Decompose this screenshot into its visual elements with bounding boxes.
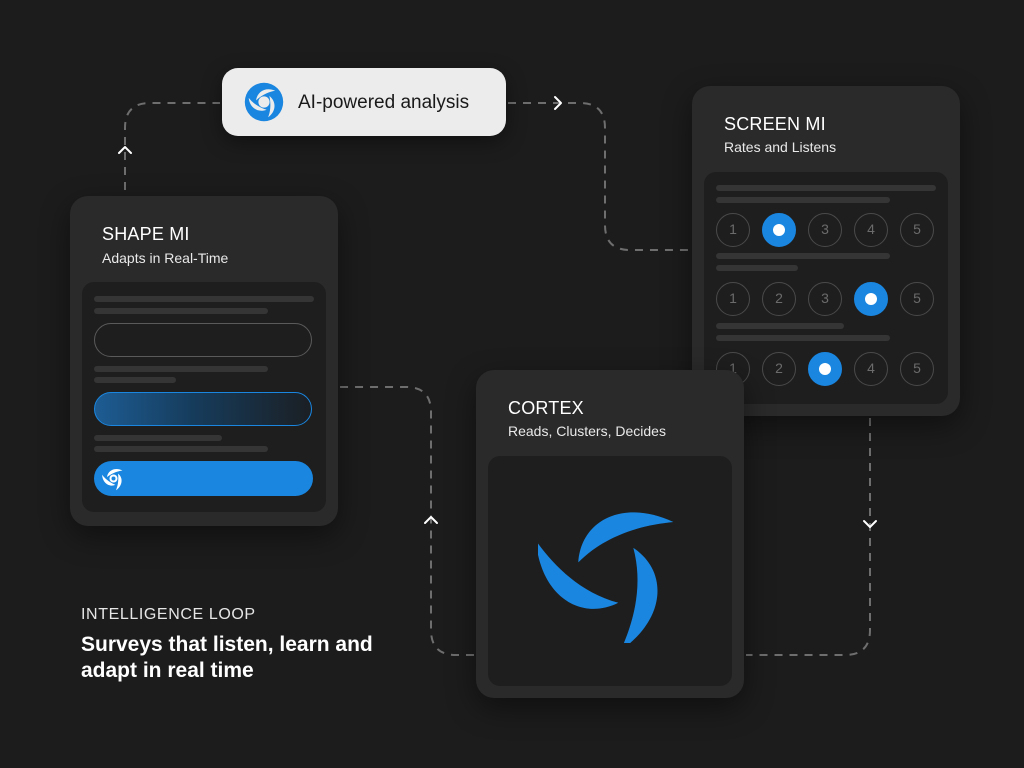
arrow-up-icon <box>118 146 132 154</box>
placeholder-text-line <box>716 253 890 259</box>
rating-option-4[interactable]: 4 <box>854 352 888 386</box>
section-headline: Surveys that listen, learn and adapt in … <box>81 633 373 682</box>
swirl-logo-icon <box>102 469 123 491</box>
arrow-down-icon <box>863 520 877 528</box>
card-title: CORTEX <box>508 398 584 418</box>
placeholder-text-line <box>94 435 222 441</box>
cortex-logo-panel <box>488 456 732 686</box>
placeholder-text-line <box>94 377 176 383</box>
placeholder-text-line <box>716 265 798 271</box>
submit-button[interactable] <box>94 461 313 496</box>
placeholder-text-line <box>716 185 936 191</box>
rating-option-3[interactable]: 3 <box>808 282 842 316</box>
ai-analysis-label: AI-powered analysis <box>298 92 470 113</box>
cortex-card: CORTEX Reads, Clusters, Decides <box>476 370 744 698</box>
rating-option-2[interactable]: 2 <box>762 282 796 316</box>
swirl-logo-icon <box>244 82 284 122</box>
swirl-logo-icon <box>538 512 674 643</box>
arrow-right-icon <box>554 96 562 110</box>
text-input-empty[interactable] <box>94 323 312 357</box>
rating-option-3[interactable] <box>808 352 842 386</box>
shape-mi-card: SHAPE MI Adapts in Real-Time <box>70 196 338 526</box>
placeholder-text-line <box>94 446 268 452</box>
placeholder-text-line <box>716 323 844 329</box>
ai-analysis-pill: AI-powered analysis <box>222 68 506 136</box>
placeholder-text-line <box>716 197 890 203</box>
rating-option-3[interactable]: 3 <box>808 213 842 247</box>
arrow-up-icon <box>424 516 438 524</box>
placeholder-text-line <box>94 308 268 314</box>
connector-pill-to-screen <box>508 102 690 251</box>
rating-option-1[interactable]: 1 <box>716 282 750 316</box>
text-input-active[interactable] <box>94 392 312 426</box>
rating-option-2[interactable]: 2 <box>762 352 796 386</box>
card-title: SCREEN MI <box>724 114 826 134</box>
form-preview-panel <box>82 282 326 512</box>
card-title: SHAPE MI <box>102 224 190 244</box>
section-eyebrow: INTELLIGENCE LOOP <box>81 606 256 623</box>
rating-option-5[interactable]: 5 <box>900 213 934 247</box>
card-subtitle: Adapts in Real-Time <box>102 250 229 266</box>
connector-screen-to-cortex <box>746 418 871 656</box>
card-subtitle: Rates and Listens <box>724 139 837 155</box>
connector-shape-to-pill <box>124 102 220 190</box>
card-subtitle: Reads, Clusters, Decides <box>508 423 666 439</box>
rating-option-4[interactable] <box>854 282 888 316</box>
connector-cortex-to-shape <box>340 386 474 656</box>
placeholder-text-line <box>94 366 268 372</box>
rating-option-5[interactable]: 5 <box>900 352 934 386</box>
rating-option-2[interactable] <box>762 213 796 247</box>
rating-option-5[interactable]: 5 <box>900 282 934 316</box>
placeholder-text-line <box>94 296 314 302</box>
rating-option-4[interactable]: 4 <box>854 213 888 247</box>
placeholder-text-line <box>716 335 890 341</box>
rating-option-1[interactable]: 1 <box>716 213 750 247</box>
